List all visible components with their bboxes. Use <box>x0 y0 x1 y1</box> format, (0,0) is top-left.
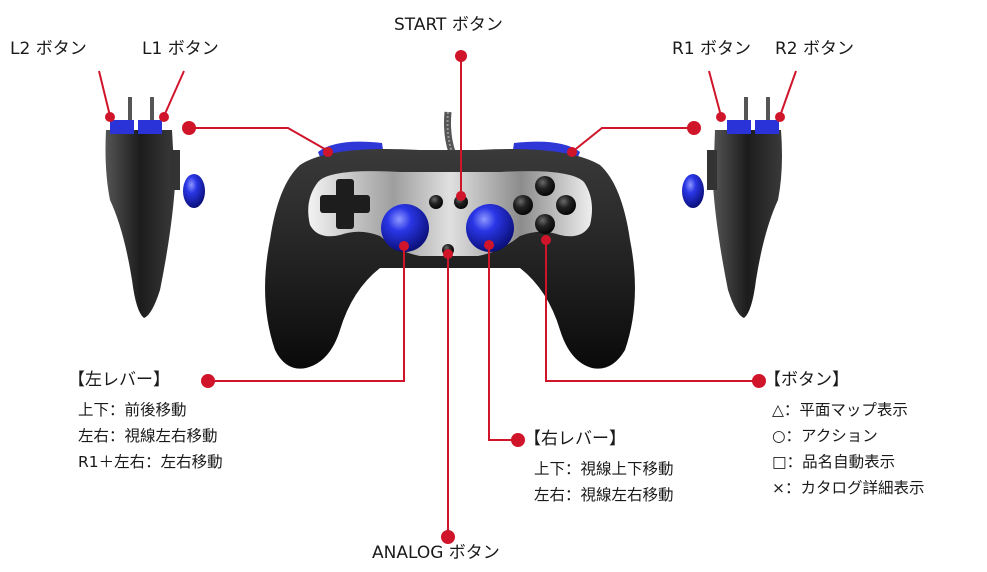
left-stick <box>381 204 429 252</box>
right-lever-title: 【右レバー】 <box>524 429 626 449</box>
buttons-line: □：品名自動表示 <box>772 453 896 471</box>
face-panel <box>308 171 592 256</box>
left-side-view <box>105 97 205 318</box>
l1-button-side <box>138 120 162 134</box>
left-stick-side <box>183 174 205 208</box>
buttons-title: 【ボタン】 <box>764 370 849 390</box>
leader-l1 <box>163 70 185 117</box>
r2-button-side <box>755 120 779 134</box>
buttons-line: ×：カタログ詳細表示 <box>772 479 925 497</box>
r2-button-label: R2 ボタン <box>775 39 855 59</box>
right-stick <box>466 204 514 252</box>
leader-buttons <box>545 240 760 382</box>
left-lever-line: 左右：視線左右移動 <box>78 427 218 445</box>
buttons-desc: △：平面マップ表示 ○：アクション □：品名自動表示 ×：カタログ詳細表示 <box>772 397 925 501</box>
left-lever-title: 【左レバー】 <box>68 370 170 390</box>
start-button-label: START ボタン <box>394 15 503 35</box>
triangle-button <box>535 176 555 196</box>
analog-button-label: ANALOG ボタン <box>372 543 500 563</box>
l2-button-side <box>110 120 134 134</box>
leader-l1-main <box>193 127 331 153</box>
right-lever-desc: 上下：視線上下移動 左右：視線左右移動 <box>534 456 674 508</box>
leader-r1-main <box>571 127 693 153</box>
right-side-view <box>682 97 782 318</box>
select-button <box>429 195 443 209</box>
left-lever-desc: 上下：前後移動 左右：視線左右移動 R1＋左右：左右移動 <box>78 397 223 475</box>
right-lever-line: 上下：視線上下移動 <box>534 460 674 478</box>
d-pad <box>320 179 370 229</box>
square-button <box>513 195 533 215</box>
leader-right-lever <box>488 245 516 441</box>
leader-left-lever <box>203 246 405 382</box>
l1-button-label: L1 ボタン <box>142 39 219 59</box>
buttons-line: △：平面マップ表示 <box>772 401 908 419</box>
circle-button <box>556 195 576 215</box>
leader-r1 <box>708 70 722 117</box>
l2-button-label: L2 ボタン <box>10 39 87 59</box>
left-lever-line: R1＋左右：左右移動 <box>78 453 223 471</box>
buttons-line: ○：アクション <box>772 427 878 445</box>
left-lever-line: 上下：前後移動 <box>78 401 187 419</box>
r1-button-label: R1 ボタン <box>672 39 752 59</box>
right-lever-line: 左右：視線左右移動 <box>534 486 674 504</box>
leader-r2 <box>779 70 797 117</box>
leader-l2 <box>98 70 111 117</box>
r1-button-side <box>727 120 751 134</box>
right-stick-side <box>682 174 704 208</box>
cross-button <box>535 214 555 234</box>
